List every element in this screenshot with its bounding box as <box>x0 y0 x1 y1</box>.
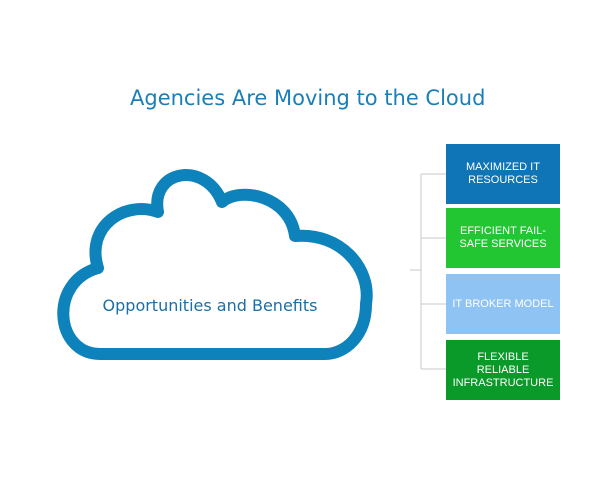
benefit-box-maximized-it-resources: MAXIMIZED IT RESOURCES <box>446 144 560 204</box>
cloud-shape <box>57 169 373 360</box>
benefit-box-it-broker-model: IT BROKER MODEL <box>446 274 560 334</box>
cloud-label: Opportunities and Benefits <box>102 296 318 315</box>
benefit-box-label: EFFICIENT FAIL-SAFE SERVICES <box>459 225 547 250</box>
benefit-box-label: MAXIMIZED IT RESOURCES <box>466 161 540 186</box>
benefit-box-flexible-reliable-infrastructure: FLEXIBLE RELIABLE INFRASTRUCTURE <box>446 340 560 400</box>
benefit-box-label: IT BROKER MODEL <box>452 297 554 310</box>
connector-lines <box>410 173 446 370</box>
diagram-title: Agencies Are Moving to the Cloud <box>130 86 486 110</box>
benefit-box-efficient-fail-safe-services: EFFICIENT FAIL-SAFE SERVICES <box>446 208 560 268</box>
benefit-box-label: FLEXIBLE RELIABLE INFRASTRUCTURE <box>452 350 554 389</box>
